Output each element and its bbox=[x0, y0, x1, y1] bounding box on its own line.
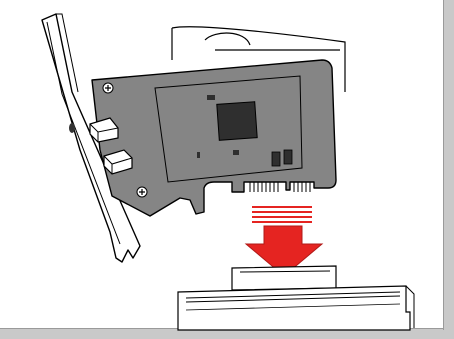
screw-hole-icon bbox=[103, 83, 113, 93]
motion-lines bbox=[252, 206, 312, 223]
small-component bbox=[233, 150, 239, 155]
gold-fingers bbox=[250, 182, 310, 192]
screw-hole-icon bbox=[137, 187, 147, 197]
pcie-card bbox=[90, 60, 336, 216]
small-chip bbox=[207, 95, 215, 100]
resistor bbox=[197, 152, 200, 158]
capacitor-a bbox=[272, 152, 280, 166]
capacitor-b bbox=[284, 150, 292, 164]
frame-shadow-right bbox=[444, 0, 454, 339]
pcie-slot bbox=[178, 266, 414, 330]
frame-edge-right bbox=[443, 0, 444, 330]
bracket-screw-icon bbox=[69, 123, 75, 133]
main-chip bbox=[217, 102, 257, 141]
